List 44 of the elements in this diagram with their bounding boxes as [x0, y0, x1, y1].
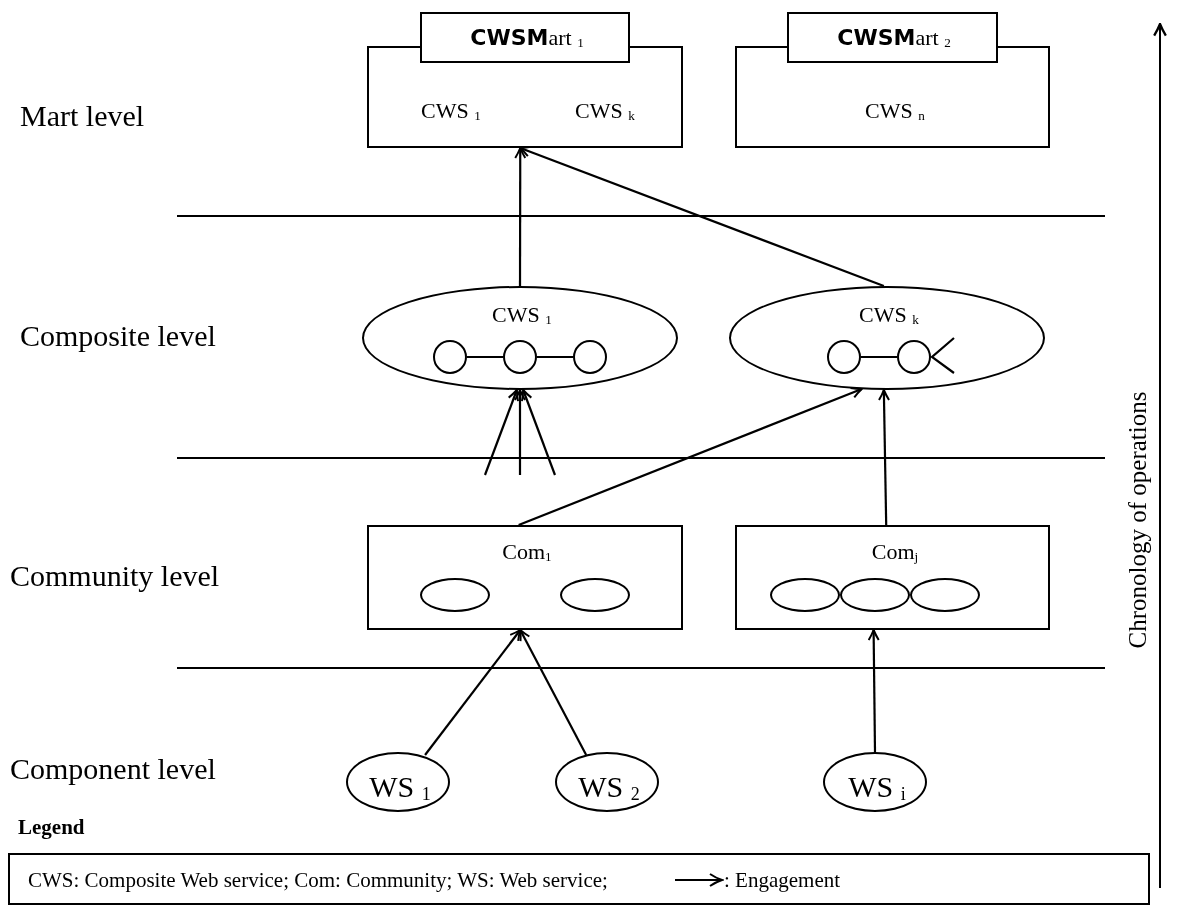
node-label: CWS $_{n}$ — [865, 100, 925, 123]
service-ellipse — [362, 286, 678, 390]
connector-line — [537, 355, 573, 359]
service-ellipse — [729, 286, 1045, 390]
axis-label: Chronology of operations — [1124, 391, 1150, 649]
node-label: WS $_{2}$ — [578, 772, 640, 803]
component-circle — [432, 339, 467, 374]
member-ellipse — [559, 577, 630, 612]
level-label: Community level — [10, 561, 220, 591]
community-box — [367, 525, 683, 630]
component-circle — [826, 339, 861, 374]
member-ellipse — [419, 577, 490, 612]
component-circle — [502, 339, 537, 374]
mart-title: CWSMart $_{2}$ — [837, 27, 951, 50]
mart-title-tab — [420, 12, 630, 63]
node-label: CWS $_{k}$ — [859, 304, 919, 327]
node-label: CWS $_{k}$ — [575, 100, 635, 123]
legend-title: Legend — [18, 817, 85, 838]
community-box — [735, 525, 1050, 630]
connector-line — [467, 355, 503, 359]
component-circle — [572, 339, 607, 374]
component-circle — [896, 339, 931, 374]
web-service-ellipse — [823, 752, 927, 812]
mart-title-tab — [787, 12, 998, 63]
level-label: Mart level — [20, 101, 145, 131]
mart-title: CWSMart $_{1}$ — [470, 27, 584, 50]
mart-box — [735, 46, 1050, 148]
member-ellipse — [909, 577, 980, 612]
member-ellipse — [769, 577, 840, 612]
node-label: Com$_{j}$ — [871, 541, 919, 564]
node-label: WS $_{i}$ — [848, 772, 906, 803]
legend-text: CWS: Composite Web service; Com: Community; WS: Web service; — [28, 870, 608, 891]
level-label: Component level — [10, 754, 216, 784]
node-label: WS $_{1}$ — [369, 772, 431, 803]
node-label: CWS $_{1}$ — [492, 304, 552, 327]
node-label: CWS $_{1}$ — [421, 100, 481, 123]
level-label: Composite level — [20, 321, 216, 351]
connector-line — [861, 355, 897, 359]
legend-label: : Engagement — [724, 870, 841, 891]
web-service-ellipse — [555, 752, 659, 812]
web-service-ellipse — [346, 752, 450, 812]
member-ellipse — [839, 577, 910, 612]
mart-box — [367, 46, 683, 148]
node-label: Com$_{1}$ — [502, 541, 552, 564]
